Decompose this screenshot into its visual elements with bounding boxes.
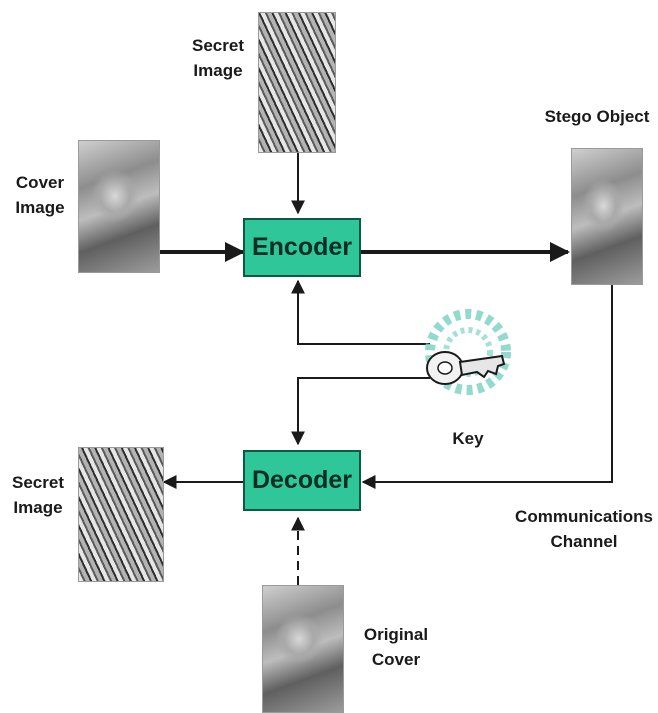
cover-image-label: Cover Image	[15, 173, 65, 217]
arrow-channel-to-decoder	[361, 285, 613, 489]
cover-image-picture	[78, 140, 160, 273]
communications-channel-label: Communications Channel	[515, 507, 653, 551]
encoder-box: Encoder	[243, 218, 361, 277]
stego-object-picture	[571, 148, 643, 285]
encoder-label: Encoder	[251, 233, 353, 261]
decoder-label: Decoder	[251, 466, 353, 494]
decoder-box: Decoder	[243, 450, 361, 511]
arrow-key-to-encoder	[291, 279, 430, 345]
stego-object-label: Stego Object	[544, 107, 650, 126]
original-cover-picture	[262, 585, 344, 713]
arrow-key-to-decoder	[291, 377, 430, 446]
secret-image-bottom-picture	[78, 447, 164, 582]
secret-image-top-label: Secret Image	[192, 36, 244, 80]
secret-image-bottom-label: Secret Image	[12, 473, 64, 517]
key-label: Key	[452, 429, 484, 448]
secret-image-top-picture	[258, 12, 336, 153]
key-icon	[425, 309, 511, 395]
original-cover-label: Original Cover	[363, 625, 429, 669]
